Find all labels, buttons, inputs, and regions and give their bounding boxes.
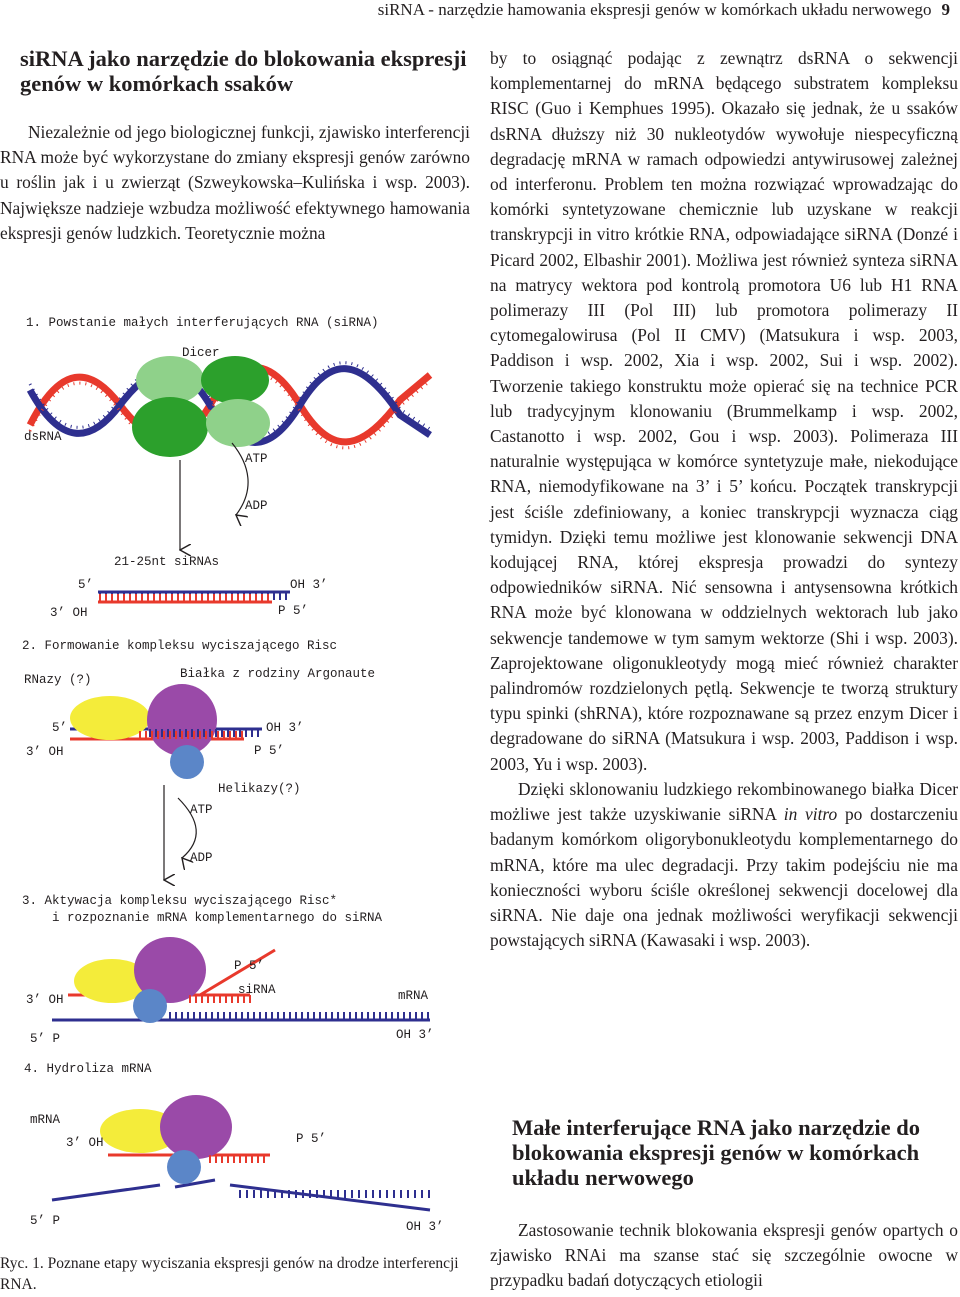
left-paragraph: Niezależnie od jego biologicznej funkcji… bbox=[0, 122, 470, 243]
atp-adp-arrow-1 bbox=[231, 442, 249, 515]
label-rnazy: RNazy (?) bbox=[24, 673, 92, 687]
label-s2-oh3: OH 3’ bbox=[266, 721, 304, 735]
label-s2-3oh: 3’ OH bbox=[26, 745, 64, 759]
label-s4-oh3: OH 3’ bbox=[406, 1220, 444, 1234]
section-heading-nervous: Małe interferujące RNA jako narzędzie do… bbox=[512, 1115, 921, 1190]
right-paragraph-1: by to osiągnąć podając z zewnątrz dsRNA … bbox=[490, 48, 958, 774]
atp-adp-arrow-2 bbox=[177, 797, 197, 858]
label-s3-3oh: 3’ OH bbox=[26, 993, 64, 1007]
step3-title-line1: 3. Aktywacja kompleksu wyciszającego Ris… bbox=[22, 894, 337, 908]
base-ticks bbox=[169, 1012, 429, 1020]
label-s3-oh3: OH 3’ bbox=[396, 1028, 434, 1042]
label-s1-oh3: OH 3’ bbox=[290, 578, 328, 592]
right-column: by to osiągnąć podając z zewnątrz dsRNA … bbox=[490, 46, 958, 953]
dicer-enzyme bbox=[132, 356, 270, 457]
label-s3-p5: P 5’ bbox=[234, 959, 264, 973]
label-s2-p5: P 5’ bbox=[254, 744, 284, 758]
label-s4-5p: 5’ P bbox=[30, 1214, 60, 1228]
label-s1-5p: 5’ bbox=[78, 578, 93, 592]
step4-title: 4. Hydroliza mRNA bbox=[24, 1062, 152, 1076]
base-ticks bbox=[189, 995, 251, 1003]
right-paragraph-2: Dzięki sklonowaniu ludzkiego rekombinowa… bbox=[490, 777, 958, 953]
label-s1-p5: P 5’ bbox=[278, 604, 308, 618]
figure-rnai-pathway: 1. Powstanie małych interferujących RNA … bbox=[0, 305, 470, 1245]
label-atp-1: ATP bbox=[245, 452, 268, 466]
step3-title-line2: i rozpoznanie mRNA komplementarnego do s… bbox=[52, 911, 383, 925]
label-adp-1: ADP bbox=[245, 499, 268, 513]
running-header: siRNA - narzędzie hamowania ekspresji ge… bbox=[378, 0, 950, 20]
label-s3-5p: 5’ P bbox=[30, 1032, 60, 1046]
p2-italic: in vitro bbox=[783, 804, 838, 825]
rnai-diagram: 1. Powstanie małych interferujących RNA … bbox=[22, 316, 444, 1234]
label-argonaute: Białka z rodziny Argonaute bbox=[180, 667, 375, 681]
base-ticks bbox=[149, 729, 259, 737]
label-dsrna: dsRNA bbox=[24, 430, 62, 444]
label-s3-mrna: mRNA bbox=[398, 989, 429, 1003]
label-helikazy: Helikazy(?) bbox=[218, 782, 301, 796]
p2-text-a: Dzięki sklonowaniu ludzkiego rekombinowa… bbox=[490, 778, 958, 825]
label-sirnas: 21-25nt siRNAs bbox=[114, 555, 219, 569]
p2-text-b: po dostarczeniu badanym komórkom oligory… bbox=[490, 804, 958, 951]
base-ticks bbox=[99, 594, 269, 602]
label-s4-mrna: mRNA bbox=[30, 1113, 61, 1127]
step2-title: 2. Formowanie kompleksu wyciszającego Ri… bbox=[22, 639, 337, 653]
hydrolysis-complex bbox=[51, 1095, 431, 1212]
base-ticks bbox=[209, 1155, 265, 1163]
page-number: 9 bbox=[941, 0, 951, 19]
right-column-bottom: Zastosowanie technik blokowania ekspresj… bbox=[490, 1218, 958, 1294]
label-adp-2: ADP bbox=[190, 851, 213, 865]
step1-title: 1. Powstanie małych interferujących RNA … bbox=[26, 316, 379, 330]
label-s3-sirna: siRNA bbox=[238, 983, 276, 997]
left-column: siRNA jako narzędzie do blokowania ekspr… bbox=[0, 46, 470, 246]
right-heading-wrap: Małe interferujące RNA jako narzędzie do… bbox=[512, 1115, 952, 1190]
label-s2-5p: 5’ bbox=[52, 721, 67, 735]
activated-risc bbox=[52, 937, 430, 1023]
label-atp-2: ATP bbox=[190, 803, 213, 817]
label-s4-3oh: 3’ OH bbox=[66, 1136, 104, 1150]
figure-caption: Ryc. 1. Poznane etapy wyciszania ekspres… bbox=[0, 1255, 459, 1293]
base-ticks bbox=[139, 731, 243, 739]
label-s4-p5: P 5’ bbox=[296, 1132, 326, 1146]
base-ticks bbox=[239, 1190, 430, 1198]
label-s1-3oh: 3’ OH bbox=[50, 606, 88, 620]
section-heading-mammals: siRNA jako narzędzie do blokowania ekspr… bbox=[20, 46, 467, 96]
label-dicer: Dicer bbox=[182, 346, 220, 360]
running-title: siRNA - narzędzie hamowania ekspresji ge… bbox=[377, 0, 932, 19]
right-paragraph-3: Zastosowanie technik blokowania ekspresj… bbox=[490, 1220, 958, 1291]
